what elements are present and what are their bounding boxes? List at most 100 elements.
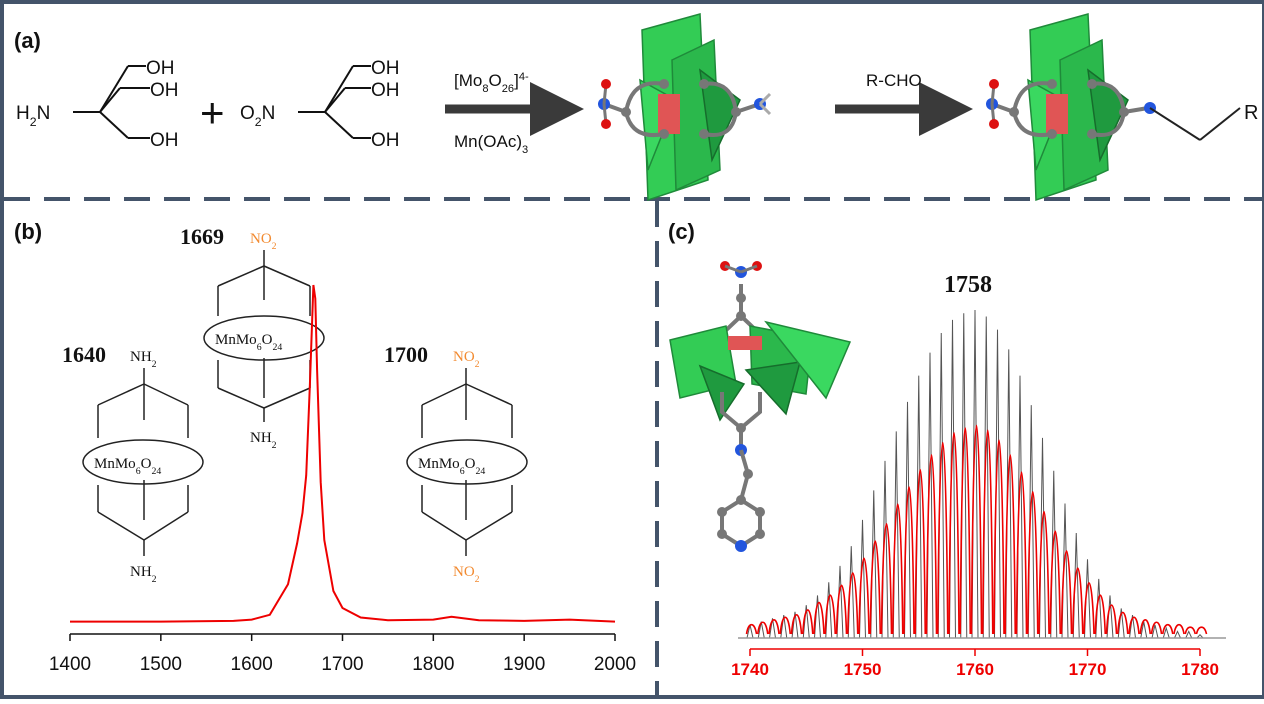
experimental-peak [1195, 626, 1208, 635]
simulated-peak [1016, 375, 1024, 639]
experimental-peak [891, 503, 904, 635]
simulated-peak [1039, 437, 1046, 639]
simulated-peak [1106, 595, 1114, 639]
panel-a: (a) H2N OH OH OH + O2N OH OH OH [14, 13, 1258, 202]
experimental-peak [801, 609, 814, 635]
panel-a-label: (a) [14, 28, 41, 53]
reagent-label-aldehyde: R-CHO [866, 71, 922, 90]
x-tick-label-c: 1740 [731, 660, 769, 679]
simulated-peak [881, 460, 889, 639]
cluster-label-1669: MnMo6O24 [215, 332, 282, 353]
experimental-peak [1184, 626, 1197, 635]
experimental-peak [768, 618, 780, 635]
panel-c: (c) [668, 219, 1226, 679]
x-tick-label-c: 1780 [1181, 660, 1219, 679]
experimental-peak [970, 424, 983, 635]
experimental-peak [880, 523, 893, 635]
simulated-peak [949, 319, 956, 639]
simulated-peak [937, 332, 945, 639]
simulated-peak [1185, 630, 1193, 639]
experimental-peak [869, 540, 882, 635]
simulated-peak [915, 375, 923, 639]
panel-b-label: (b) [14, 219, 42, 244]
simulated-peak [960, 313, 968, 639]
amine-label-top: NH2 [130, 349, 157, 370]
experimental-peak [1105, 604, 1118, 635]
structure-1640: 1640 NH2 MnMo6O24 NH2 [62, 342, 204, 585]
experimental-peak [846, 572, 859, 635]
hydroxyl-label-bottom: OH [150, 130, 179, 151]
amine-label-1669: NH2 [250, 430, 277, 451]
experimental-peak [790, 614, 803, 635]
simulated-peak [802, 605, 810, 639]
simulated-peak [1061, 503, 1069, 639]
simulated-peak [1162, 626, 1170, 639]
hybrid-cluster-imine-nitro [986, 13, 1241, 202]
experimental-peak [936, 442, 949, 635]
experimental-envelope [745, 424, 1208, 635]
amine-label-bottom: NH2 [130, 564, 157, 585]
mass-label-1700: 1700 [384, 342, 428, 367]
simulated-peak [1151, 624, 1159, 639]
experimental-peak [1083, 582, 1095, 635]
structure-1700: 1700 NO2 MnMo6O24 NO2 [384, 342, 528, 585]
reagent-label-manganese-acetate: Mn(OAc)3 [454, 132, 528, 156]
nitro-label-top: NO2 [250, 231, 277, 252]
simulated-peak [971, 309, 979, 639]
experimental-peak [981, 429, 994, 635]
simulated-peak [1196, 633, 1204, 639]
experimental-peak [1060, 550, 1073, 635]
simulated-peak [892, 431, 900, 639]
mass-label-1640: 1640 [62, 342, 106, 367]
experimental-peak [914, 468, 927, 635]
experimental-peak [1015, 471, 1028, 635]
experimental-peak [1004, 454, 1017, 635]
simulated-peak [994, 329, 1001, 639]
hybrid-cluster-pyridyl [669, 261, 852, 552]
reactant-amine-triol [73, 65, 150, 139]
simulated-peak [1117, 608, 1125, 639]
mass-label-1669: 1669 [180, 224, 224, 249]
x-tick-label-b: 2000 [594, 654, 636, 675]
experimental-peak [745, 623, 758, 635]
hydroxyl-label-top: OH [146, 58, 175, 79]
x-tick-label-b: 1700 [321, 654, 363, 675]
experimental-peak [1071, 567, 1084, 635]
reagent-label-octamolybdate: [Mo8O26]4- [454, 71, 529, 95]
simulated-peak [926, 352, 934, 639]
simulated-peak [791, 611, 799, 639]
r-group-label: R [1244, 102, 1258, 124]
nitro-group-label: O2N [240, 103, 275, 129]
x-tick-label-b: 1400 [49, 654, 91, 675]
nitro-label-1700-top: NO2 [453, 349, 480, 370]
simulated-peak [1050, 470, 1058, 639]
simulated-peak [1027, 405, 1035, 639]
hydroxyl-label-top-2: OH [371, 58, 400, 79]
panel-b: (b) 1640 NH2 MnMo6O24 NH2 [14, 219, 636, 675]
experimental-peak [1038, 511, 1050, 635]
simulated-peak [904, 401, 911, 639]
simulated-peak [982, 316, 990, 639]
structure-1669: 1669 NO2 MnMo6O24 NH2 [180, 224, 325, 451]
experimental-peak [925, 454, 938, 635]
experimental-peak [835, 584, 848, 635]
experimental-peak [1173, 623, 1185, 635]
simulated-peak [769, 618, 776, 639]
experimental-peak [1161, 623, 1174, 635]
hybrid-cluster-amine-nitro [598, 13, 772, 202]
experimental-peak [1116, 611, 1129, 635]
simulated-peak [1005, 349, 1013, 639]
hydroxyl-label-bottom-2: OH [371, 130, 400, 151]
experimental-peak [1049, 530, 1062, 635]
x-tick-label-b: 1500 [140, 654, 182, 675]
experimental-peak [1139, 618, 1152, 635]
nitro-label-1700-bottom: NO2 [453, 564, 480, 585]
reactant-nitro-triol [298, 65, 371, 139]
experimental-peak [948, 432, 960, 635]
experimental-peak [1026, 491, 1039, 635]
